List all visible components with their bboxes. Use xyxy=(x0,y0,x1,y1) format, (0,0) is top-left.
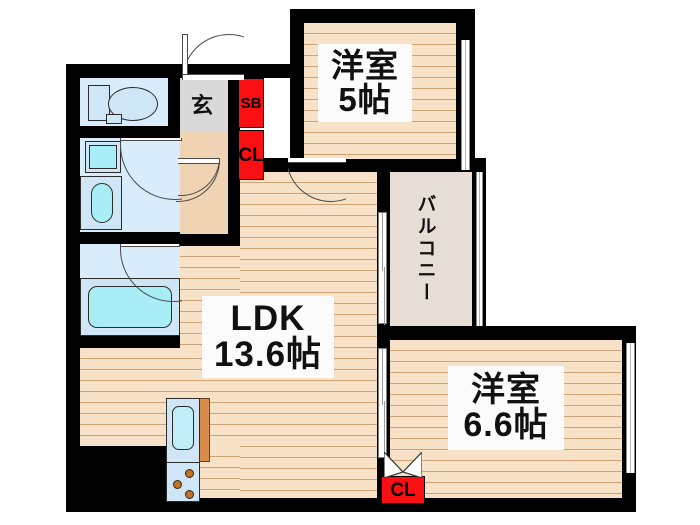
ldk-label: LDK 13.6帖 xyxy=(202,296,334,378)
closet-entrance-cl[interactable]: CL xyxy=(238,130,264,180)
wall-ldk-bottom-left xyxy=(66,446,174,512)
door-entrance[interactable] xyxy=(182,18,244,80)
balcony-floor xyxy=(390,172,472,326)
bedroom1-label: 洋室 5帖 xyxy=(318,44,412,122)
bedroom2-label: 洋室 6.6帖 xyxy=(448,366,564,450)
wall-hall-right xyxy=(228,64,240,246)
stove-unit xyxy=(166,462,200,502)
bedroom2-size: 6.6帖 xyxy=(463,406,549,444)
entrance-tile-floor-right xyxy=(180,78,228,132)
wall-bedroom1-left xyxy=(290,9,304,174)
wall-water-right xyxy=(168,64,180,132)
wall-toilet-bottom xyxy=(66,126,180,138)
wall-left-edge xyxy=(66,64,80,512)
wall-wash-bottom xyxy=(66,232,180,244)
wall-bedroom2-bottom xyxy=(376,498,636,512)
stove-burner-3 xyxy=(185,490,194,499)
window-bedroom1-right xyxy=(461,40,470,170)
ldk-size: 13.6帖 xyxy=(213,335,323,374)
door-hall-left[interactable] xyxy=(176,160,222,204)
bedroom1-name: 洋室 xyxy=(331,46,399,84)
stove-burner-2 xyxy=(173,480,182,489)
balcony-label: バルコニー xyxy=(414,194,436,304)
window-bedroom2-right xyxy=(626,343,635,473)
kitchen-sink-basin xyxy=(172,406,194,450)
ldk-floor-left xyxy=(80,348,240,446)
wall-hall-bottom xyxy=(168,234,240,246)
door-washroom[interactable] xyxy=(120,138,182,200)
wall-bedroom2-top xyxy=(376,326,636,340)
door-bedroom1[interactable] xyxy=(288,158,346,204)
sliding-door-ldk-balcony[interactable] xyxy=(378,212,387,325)
toilet-base-tab xyxy=(106,114,122,124)
ldk-name: LDK xyxy=(230,298,306,338)
entrance-label: 玄 xyxy=(190,93,213,118)
wall-bath-bottom xyxy=(66,336,180,348)
wall-balcony-top xyxy=(376,158,486,172)
shoe-box-sb[interactable]: SB xyxy=(238,78,264,128)
sliding-door-bedroom2-balcony[interactable] xyxy=(378,348,387,459)
vanity-mirror-inner xyxy=(89,145,117,169)
bedroom2-name: 洋室 xyxy=(471,370,541,409)
wash-basin-bowl xyxy=(91,183,113,223)
closet-bedroom2-cl[interactable]: CL xyxy=(381,476,425,504)
closet-bedroom2-doors[interactable] xyxy=(384,452,422,478)
door-bathroom[interactable] xyxy=(120,244,182,306)
window-balcony-right xyxy=(476,172,483,326)
bedroom1-size: 5帖 xyxy=(338,81,392,118)
wall-ldk-bottom-right xyxy=(168,498,390,512)
stove-burner-1 xyxy=(185,469,194,478)
